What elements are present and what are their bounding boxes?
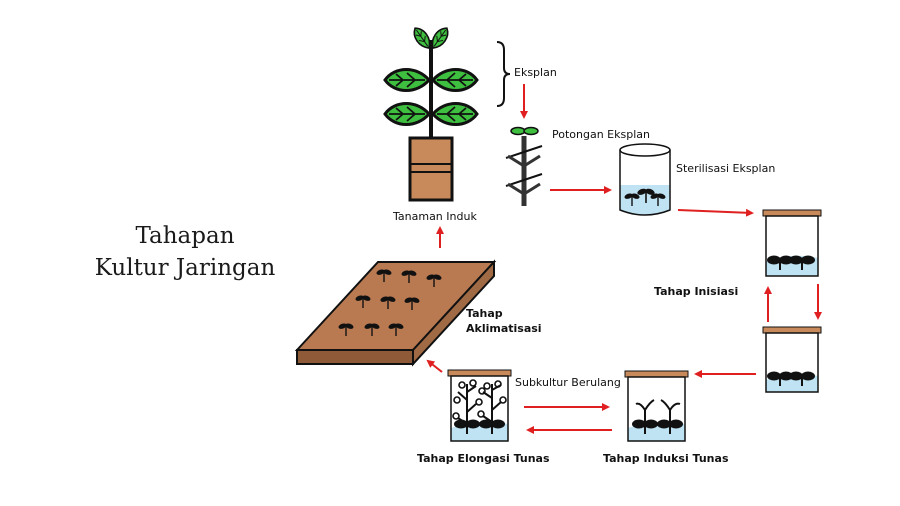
label-subkultur-berulang: Subkultur Berulang: [515, 376, 621, 389]
label-eksplan: Eksplan: [514, 66, 557, 79]
explant-cutting: [505, 126, 543, 206]
arrow-to-acclimatization: [426, 359, 443, 373]
title-line-2: Kultur Jaringan: [94, 255, 276, 281]
shoot-induction-jar: [624, 370, 689, 442]
label-tahap-aklimatisasi-line1: Tahap: [466, 307, 503, 320]
explant-brace: [496, 41, 511, 107]
initiation-jar-bottom: [762, 326, 822, 393]
arrow-to-initiation: [677, 208, 754, 217]
label-tahap-induksi-tunas: Tahap Induksi Tunas: [603, 452, 729, 465]
label-tahap-inisiasi: Tahap Inisiasi: [654, 285, 739, 298]
title-line-1: Tahapan: [135, 223, 235, 249]
mother-plant: [383, 24, 479, 202]
label-potongan-eksplan: Potongan Eksplan: [552, 128, 650, 141]
initiation-jar-top: [762, 209, 822, 277]
label-tahap-aklimatisasi-line2: Aklimatisasi: [466, 322, 542, 335]
acclimatization-tray: [294, 259, 497, 367]
diagram-title: Tahapan Kultur Jaringan: [80, 220, 290, 284]
process-arrows: [426, 84, 822, 434]
label-tahap-elongasi-tunas: Tahap Elongasi Tunas: [417, 452, 550, 465]
sterilization-beaker: [619, 143, 671, 216]
elongation-jar: [447, 369, 512, 442]
label-tanaman-induk: Tanaman Induk: [393, 210, 477, 223]
label-sterilisasi-eksplan: Sterilisasi Eksplan: [676, 162, 776, 175]
